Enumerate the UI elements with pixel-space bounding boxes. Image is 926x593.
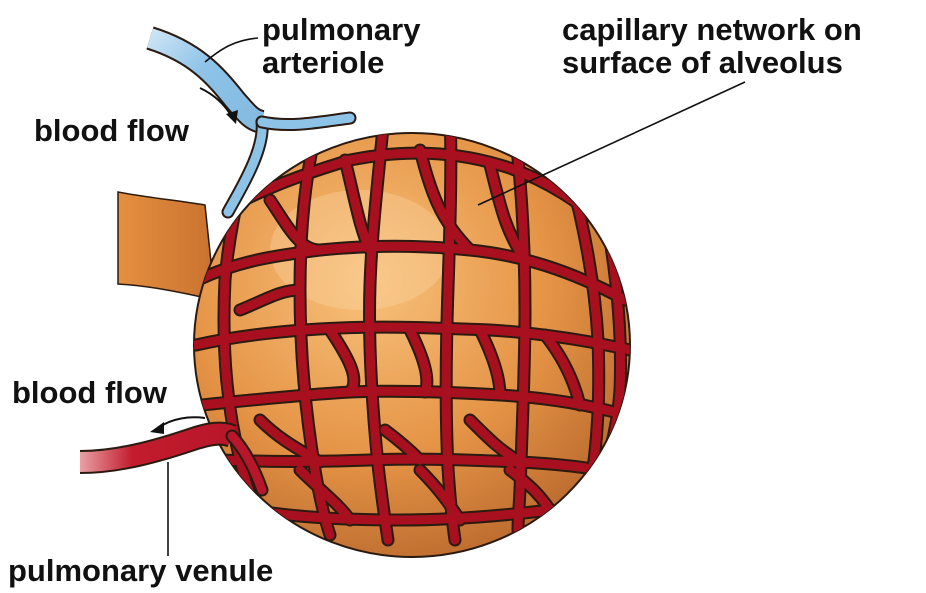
capillary-label-line1: capillary network on: [562, 13, 862, 46]
pulmonary-arteriole-label: pulmonary arteriole: [262, 13, 420, 79]
blood-flow-label-top: blood flow: [34, 114, 189, 147]
blood-flow-label-bottom: blood flow: [12, 376, 167, 409]
capillary-network-label: capillary network on surface of alveolus: [562, 13, 862, 79]
capillary-label-line2: surface of alveolus: [562, 46, 862, 79]
leader-capillary: [478, 82, 745, 205]
bronchiole-stalk: [118, 192, 215, 300]
arteriole-label-line1: pulmonary: [262, 13, 420, 46]
pulmonary-venule-label: pulmonary venule: [8, 554, 273, 587]
arteriole-label-line2: arteriole: [262, 46, 420, 79]
leader-arteriole: [205, 38, 258, 62]
